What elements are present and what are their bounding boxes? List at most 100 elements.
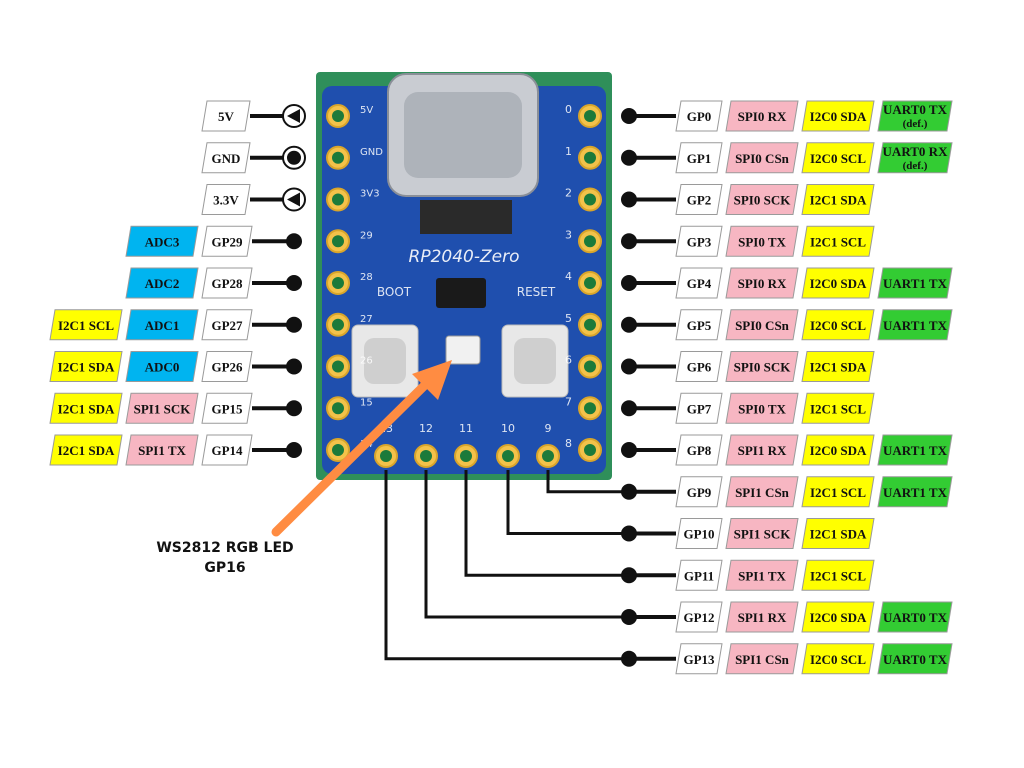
right-pin-gp3-func-0-spi0-tx-box: [725, 225, 799, 257]
right-pin-gp1-func-2-uart0-rx-text: UART0 RX: [883, 144, 949, 159]
right-pin-gp11-label: GP11: [675, 559, 723, 591]
left-pin-gp14-label-box: [201, 434, 253, 466]
silk-bottom-12: 12: [419, 422, 433, 435]
right-pin-gp3-func-1-i2c1-scl-box: [801, 225, 875, 257]
right-pin-gp9-func-0-spi1-csn-box: [725, 476, 799, 508]
right-pin-gp3-label-box: [675, 225, 723, 257]
right-pin-gp12-func-0-spi1-rx-box: [725, 601, 799, 633]
right-pin-gp0-dot: [621, 108, 637, 124]
right-pin-gp4-func-1-i2c0-sda-text: I2C0 SDA: [810, 276, 867, 291]
pad-left-7-hole: [332, 402, 344, 415]
right-pin-gp12-func-0-spi1-rx: SPI1 RX: [725, 601, 799, 633]
right-pin-gp1-func-0-spi0-csn-text: SPI0 CSn: [735, 151, 790, 166]
right-pin-gp5-func-1-i2c0-scl: I2C0 SCL: [801, 309, 875, 341]
left-pin-gp27-func-1-i2c1-scl: I2C1 SCL: [49, 309, 123, 341]
right-pin-gp8-func-0-spi1-rx-box: [725, 434, 799, 466]
left-pin-gp15-func-1-i2c1-sda: I2C1 SDA: [49, 392, 123, 424]
power-pin-3-3v-label: 3.3V: [201, 184, 251, 215]
right-pin-gp11-func-1-i2c1-scl-box: [801, 559, 875, 591]
right-pin-gp6-func-1-i2c1-sda-box: [801, 351, 875, 382]
left-pin-gp28-dot: [286, 275, 302, 291]
right-pin-gp5-func-2-uart1-tx: UART1 TX: [877, 309, 953, 341]
right-pin-gp5-dot: [621, 316, 637, 333]
right-pin-gp11-label-text: GP11: [684, 568, 714, 583]
left-pin-gp15-func-1-i2c1-sda-box: [49, 392, 123, 424]
rp2040-zero-board: RP2040-Zero BOOT RESET: [316, 72, 612, 480]
right-pin-gp9-label: GP9: [675, 476, 723, 508]
right-pin-gp11-func-1-i2c1-scl: I2C1 SCL: [801, 559, 875, 591]
usb-c-opening: [404, 92, 522, 178]
right-pin-gp0-func-2-uart0-tx-box: [877, 100, 953, 132]
left-pin-gp29-label-box: [201, 225, 253, 257]
board-boot-label: BOOT: [377, 285, 412, 299]
reset-button-cap: [514, 338, 556, 384]
left-pin-gp14-func-1-i2c1-sda: I2C1 SDA: [49, 434, 123, 466]
right-pin-gp13-label-box: [675, 643, 723, 675]
right-pin-gp13-trace: [384, 470, 629, 661]
silk-left-29: 29: [360, 230, 373, 241]
right-pin-gp13-func-1-i2c0-scl-text: I2C0 SCL: [810, 652, 866, 667]
right-pin-gp3-label: GP3: [675, 225, 723, 257]
right-pin-gp6-func-0-spi0-sck: SPI0 SCK: [725, 351, 799, 382]
right-pin-gp0-label-text: GP0: [687, 109, 712, 124]
right-pin-gp13-label-text: GP13: [683, 652, 715, 667]
right-pin-gp10-trace: [506, 470, 629, 535]
silk-right-2: 2: [565, 187, 572, 200]
power-arrow-icon: [287, 192, 300, 207]
right-pin-gp3-dot: [621, 233, 637, 250]
right-pin-gp1-dot: [621, 149, 637, 166]
right-pin-gp6-func-1-i2c1-sda-text: I2C1 SDA: [810, 360, 867, 375]
right-pin-gp5-func-2-uart1-tx-box: [877, 309, 953, 341]
right-pin-gp2-func-0-spi0-sck-box: [725, 184, 799, 215]
right-pin-gp9-func-0-spi1-csn-text: SPI1 CSn: [735, 485, 790, 500]
right-pin-gp12-func-2-uart0-tx: UART0 TX: [877, 601, 953, 633]
boot-button-cap: [364, 338, 406, 384]
right-pin-gp9-func-1-i2c1-scl-box: [801, 476, 875, 508]
right-pin-gp1-func-1-i2c0-scl-box: [801, 142, 875, 174]
left-pin-gp28-func-0-adc2-text: ADC2: [145, 276, 180, 291]
silk-right-0: 0: [565, 103, 572, 116]
right-pin-gp8-dot: [621, 442, 637, 458]
right-pin-gp9-func-2-uart1-tx-text: UART1 TX: [883, 485, 948, 500]
right-pin-gp12-func-1-i2c0-sda: I2C0 SDA: [801, 601, 875, 633]
left-pin-gp15-dot: [286, 400, 302, 417]
silk-right-1: 1: [565, 145, 572, 158]
power-pin-5v-label-text: 5V: [218, 109, 235, 124]
left-pin-gp27-func-0-adc1-box: [125, 309, 199, 341]
right-pin-gp7-label-text: GP7: [687, 401, 712, 416]
silk-left-5v: 5V: [360, 105, 373, 116]
left-pin-gp29-func-0-adc3: ADC3: [125, 225, 199, 257]
right-pin-gp5-func-2-uart1-tx-text: UART1 TX: [883, 318, 948, 333]
left-pin-gp27-label-box: [201, 309, 253, 341]
right-pin-gp9-label-text: GP9: [687, 485, 712, 500]
right-pin-gp5-label-box: [675, 309, 723, 341]
right-pin-gp7-func-1-i2c1-scl-text: I2C1 SCL: [810, 401, 866, 416]
right-pin-gp12-label-text: GP12: [683, 610, 714, 625]
left-pin-gp26-func-1-i2c1-sda-text: I2C1 SDA: [58, 360, 115, 375]
right-pin-gp8-func-0-spi1-rx: SPI1 RX: [725, 434, 799, 466]
right-pin-gp6-func-0-spi0-sck-box: [725, 351, 799, 382]
right-pin-gp5-label-text: GP5: [687, 318, 712, 333]
left-pin-gp26-func-0-adc0-text: ADC0: [145, 360, 180, 375]
left-pin-gp28-func-0-adc2: ADC2: [125, 267, 199, 299]
right-pin-gp9-func-1-i2c1-scl: I2C1 SCL: [801, 476, 875, 508]
silk-right-7: 7: [565, 395, 572, 408]
right-pin-gp4-func-0-spi0-rx-box: [725, 267, 799, 299]
right-pin-gp12-label: GP12: [675, 601, 723, 633]
right-pin-gp12-trace: [424, 470, 629, 619]
pad-left-2-hole: [332, 193, 344, 206]
right-pin-gp13-func-0-spi1-csn-text: SPI1 CSn: [735, 652, 790, 667]
right-pin-gp7-label-box: [675, 392, 723, 424]
right-pin-gp3-func-1-i2c1-scl-text: I2C1 SCL: [810, 234, 866, 249]
right-pin-gp8-func-2-uart1-tx: UART1 TX: [877, 434, 953, 466]
right-pin-gp1-func-2-uart0-rx: UART0 RX(def.): [877, 142, 953, 174]
pad-bottom-0-hole: [380, 450, 392, 462]
right-pin-gp2-dot: [621, 191, 637, 208]
right-pin-gp10-func-1-i2c1-sda-box: [801, 518, 875, 549]
right-pin-gp13-func-0-spi1-csn: SPI1 CSn: [725, 643, 799, 675]
right-pin-gp1-func-2-uart0-rx-box: [877, 142, 953, 174]
right-pin-gp10-func-1-i2c1-sda-text: I2C1 SDA: [810, 527, 867, 542]
pad-left-8-hole: [332, 444, 344, 456]
right-pin-gp7-func-1-i2c1-scl-box: [801, 392, 875, 424]
right-pin-gp1-func-2-uart0-rx-subtext: (def.): [903, 160, 928, 172]
